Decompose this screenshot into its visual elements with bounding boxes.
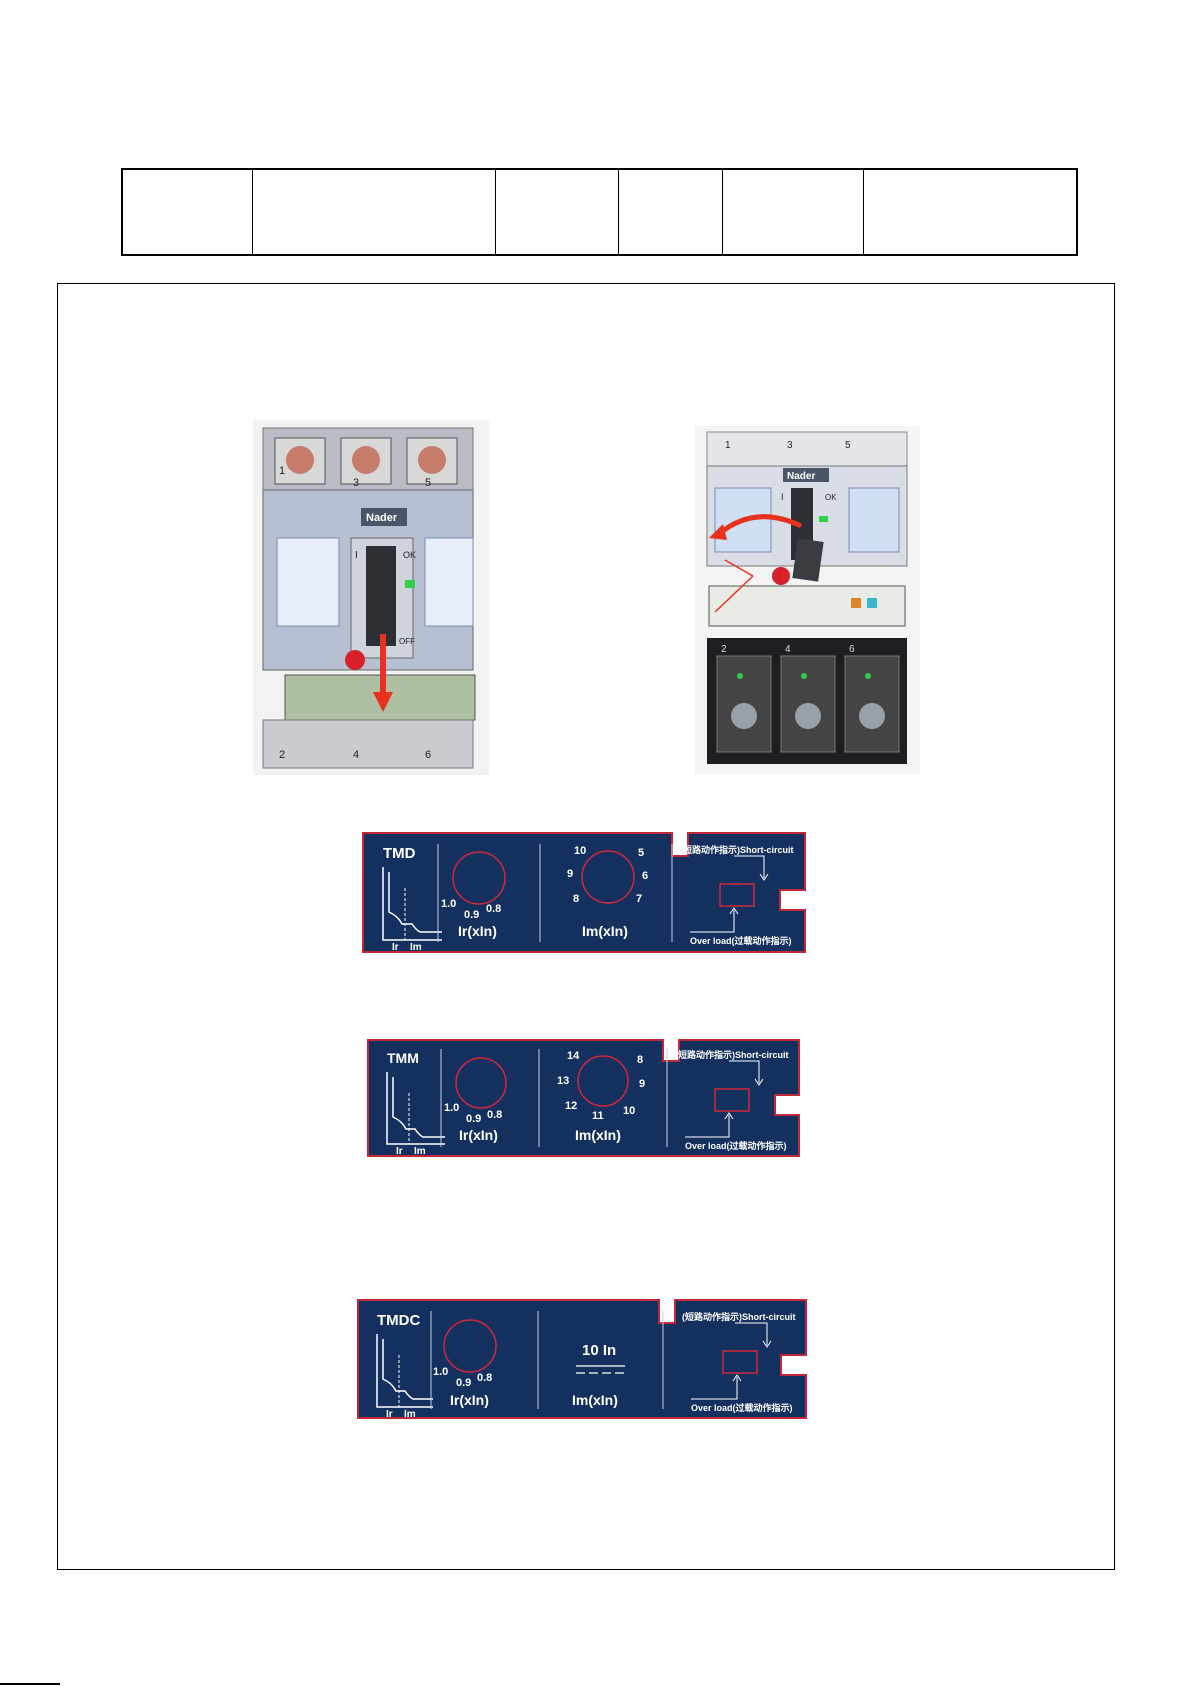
ir-scale-label: Ir(xIn): [458, 923, 497, 939]
im-value: 10: [574, 845, 586, 857]
breaker-cover-illustration: 1 3 5 Nader I OK 2 4 6: [695, 426, 920, 774]
im-value: 13: [557, 1075, 569, 1087]
terminal-label: 2: [721, 644, 727, 655]
im-value: 14: [567, 1050, 580, 1062]
ir-value: 0.9: [466, 1113, 481, 1125]
im-dial[interactable]: [581, 850, 635, 904]
header-cell: [253, 170, 497, 254]
im-fixed-value: 10 In: [582, 1342, 616, 1359]
ir-value: 0.8: [486, 903, 501, 915]
terminal-label: 4: [353, 749, 359, 761]
terminal-label: 1: [725, 440, 731, 451]
terminal-label: 6: [425, 749, 431, 761]
terminal-label: 4: [785, 644, 791, 655]
panel-type-label: TMDC: [377, 1312, 420, 1329]
im-value: 6: [642, 870, 648, 882]
handle-on-label: I: [781, 492, 784, 502]
header-cell: [723, 170, 864, 254]
header-cell: [123, 170, 254, 254]
breaker-front-illustration: 1 3 5 Nader I OFF OK 2 4 6: [253, 420, 489, 775]
header-cell: [619, 170, 724, 254]
ok-label: OK: [825, 493, 837, 502]
curve-im-label: Im: [410, 942, 422, 953]
im-value: 11: [592, 1110, 604, 1122]
im-dial[interactable]: [577, 1055, 629, 1107]
handle-on-label: I: [355, 550, 358, 561]
trip-unit-panel-tmd: TMD Ir Im 1.0 0.9 0.8 Ir(xIn) 10 5 9 6 8…: [362, 832, 806, 953]
breaker-photo-cover-removed: 1 3 5 Nader I OK 2 4 6: [695, 426, 920, 774]
ir-value: 0.9: [464, 909, 479, 921]
header-cell: [496, 170, 619, 254]
im-scale-label: Im(xIn): [572, 1392, 618, 1408]
short-circuit-label: (短路动作指示)Short-circuit: [682, 1311, 796, 1322]
ir-value: 1.0: [444, 1102, 459, 1114]
terminal-label: 6: [849, 644, 855, 655]
im-scale-label: Im(xIn): [575, 1127, 621, 1143]
overload-indicator-window: [722, 1350, 758, 1374]
ir-value: 1.0: [441, 898, 456, 910]
im-value: 9: [639, 1078, 645, 1090]
ir-scale-label: Ir(xIn): [450, 1392, 489, 1408]
im-value: 8: [573, 893, 579, 905]
header-cell: [864, 170, 1076, 254]
overload-indicator-window: [714, 1088, 750, 1112]
trip-unit-panel-tmm: TMM Ir Im 1.0 0.9 0.8 Ir(xIn) 14 8 13 9 …: [367, 1039, 800, 1157]
ir-value: 0.8: [477, 1372, 492, 1384]
ir-dial[interactable]: [455, 1057, 507, 1109]
im-value: 8: [637, 1054, 643, 1066]
trip-unit-panel-tmdc: TMDC Ir Im 1.0 0.9 0.8 Ir(xIn) 10 In Im(…: [357, 1299, 807, 1419]
curve-ir-label: Ir: [396, 1146, 403, 1157]
ir-scale-label: Ir(xIn): [459, 1127, 498, 1143]
im-scale-label: Im(xIn): [582, 923, 628, 939]
curve-im-label: Im: [414, 1146, 426, 1157]
ir-dial[interactable]: [452, 851, 506, 905]
im-value: 5: [638, 847, 644, 859]
curve-im-label: Im: [404, 1409, 416, 1419]
terminal-label: 5: [425, 477, 431, 489]
im-value: 9: [567, 868, 573, 880]
terminal-label: 3: [353, 477, 359, 489]
ir-dial[interactable]: [443, 1319, 497, 1373]
panel-type-label: TMD: [383, 845, 416, 862]
ok-label: OK: [403, 550, 416, 560]
ir-value: 1.0: [433, 1366, 448, 1378]
im-value: 7: [636, 893, 642, 905]
brand-logo: Nader: [366, 512, 398, 524]
header-table: [121, 168, 1078, 256]
terminal-label: 3: [787, 440, 793, 451]
handle-off-label: OFF: [399, 637, 415, 646]
content-frame: [57, 283, 1115, 1570]
over-load-label: Over load(过载动作指示): [690, 935, 792, 946]
page-footer-rule: [0, 1683, 60, 1685]
breaker-photo-front: 1 3 5 Nader I OFF OK 2 4 6: [253, 420, 489, 775]
terminal-label: 5: [845, 440, 851, 451]
im-value: 10: [623, 1105, 635, 1117]
brand-logo: Nader: [787, 471, 815, 482]
over-load-label: Over load(过载动作指示): [691, 1402, 793, 1413]
short-circuit-label: (短路动作指示)Short-circuit: [680, 844, 794, 855]
terminal-label: 2: [279, 749, 285, 761]
short-circuit-label: (短路动作指示)Short-circuit: [675, 1049, 789, 1060]
ir-value: 0.9: [456, 1377, 471, 1389]
curve-ir-label: Ir: [386, 1409, 393, 1419]
curve-ir-label: Ir: [392, 942, 399, 953]
ir-value: 0.8: [487, 1109, 502, 1121]
over-load-label: Over load(过载动作指示): [685, 1140, 787, 1151]
panel-type-label: TMM: [387, 1050, 419, 1066]
overload-indicator-window: [719, 883, 755, 907]
im-value: 12: [565, 1100, 577, 1112]
terminal-label: 1: [279, 465, 285, 477]
